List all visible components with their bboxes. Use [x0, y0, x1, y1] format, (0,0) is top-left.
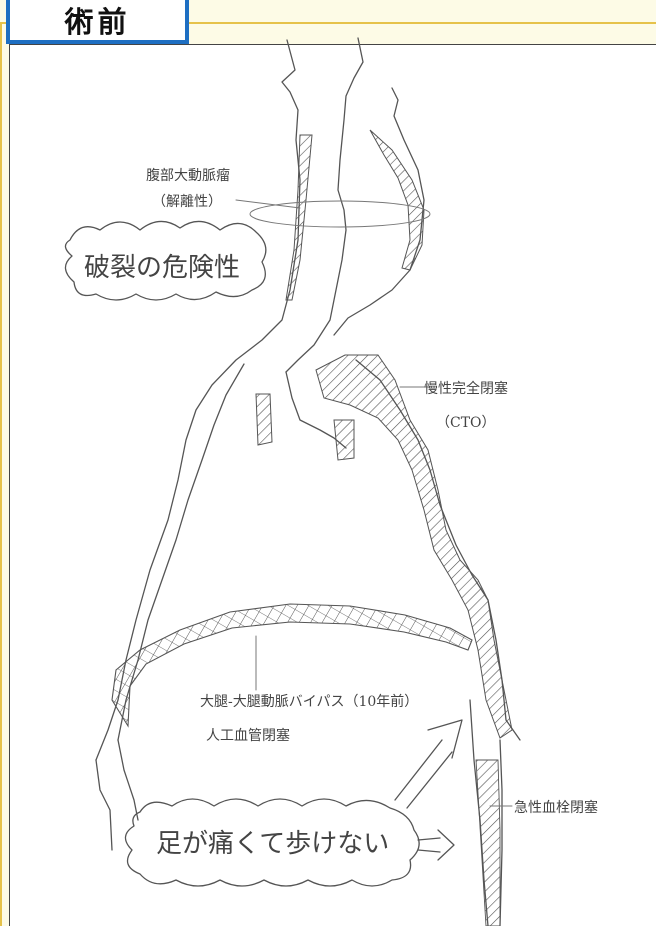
bypass-label-1: 大腿-大腿動脈バイパス（10年前） — [200, 693, 418, 710]
title-tab: 術前 — [6, 0, 189, 44]
aneurysm-label-2: （解離性） — [152, 193, 222, 210]
bypass-label-2: 人工血管閉塞 — [206, 727, 290, 744]
stub-right — [333, 419, 355, 461]
rupture-bubble — [64, 220, 267, 301]
bypass-graft — [111, 603, 473, 728]
leg-pain-bubble — [124, 798, 420, 887]
aneurysm-label-1: 腹部大動脈瘤 — [146, 167, 230, 184]
cto-hatched-region — [315, 354, 513, 739]
acute-occlusion-label: 急性血栓閉塞 — [514, 799, 598, 816]
cto-label-2: （CTO） — [436, 415, 496, 431]
acute-occlusion-region — [475, 759, 501, 926]
rupture-risk-label: 破裂の危険性 — [84, 253, 240, 283]
stub-left — [255, 393, 273, 446]
sketch-paper — [9, 44, 656, 926]
cto-label-1: 慢性完全閉塞 — [424, 380, 508, 397]
aortic-wall-thrombus — [285, 134, 313, 301]
aneurysm-false-lumen — [369, 129, 425, 271]
pain-arrow — [394, 719, 463, 861]
leg-pain-label: 足が痛くて歩けない — [156, 829, 389, 859]
outer-border — [0, 22, 656, 926]
aneurysm-ellipse — [249, 200, 431, 228]
page-title: 術前 — [64, 5, 131, 39]
